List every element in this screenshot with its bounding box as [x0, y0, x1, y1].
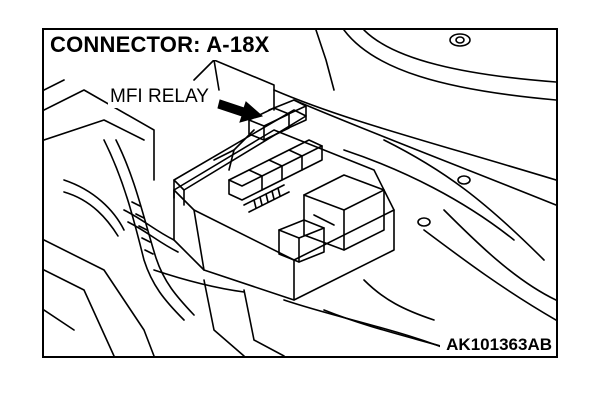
lower-panel	[44, 239, 155, 356]
diagram-title: CONNECTOR: A-18X	[50, 32, 270, 57]
wire-harness	[63, 139, 245, 321]
relay-row	[228, 139, 323, 201]
bracket	[173, 109, 307, 191]
diagram-frame: CONNECTOR: A-18X MFI RELAY AK101363AB	[42, 28, 558, 358]
upper-left-panel	[44, 89, 155, 181]
fuse-strip	[243, 184, 290, 213]
strut-bolt	[449, 33, 471, 47]
engine-bay-illustration	[44, 30, 556, 356]
title-box: CONNECTOR: A-18X	[44, 30, 278, 60]
figure-id-box: AK101363AB	[440, 333, 556, 356]
figure-id: AK101363AB	[446, 335, 552, 354]
callout-arrow	[217, 99, 264, 123]
callout-label: MFI RELAY	[108, 86, 211, 108]
fender-edge	[273, 89, 556, 181]
strut-tower	[343, 30, 556, 101]
large-relay	[303, 174, 385, 251]
front-relay	[278, 219, 325, 263]
